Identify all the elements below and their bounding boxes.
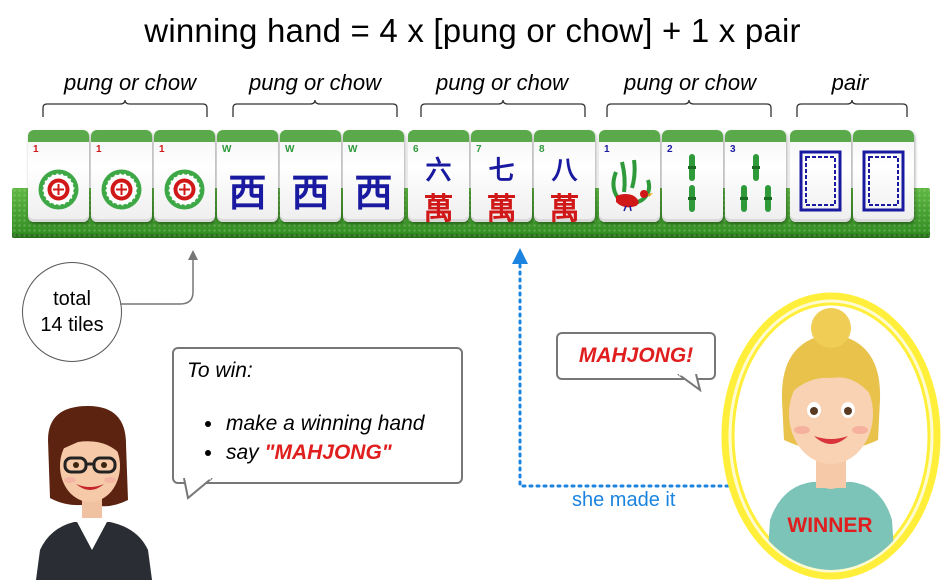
mahjong-speech-bubble: MAHJONG! bbox=[556, 332, 716, 380]
tile-6-character: 6 六 萬 bbox=[408, 130, 469, 227]
note-arrow-icon bbox=[120, 250, 198, 305]
tile-white-dragon bbox=[853, 130, 914, 222]
white-dragon-frame-icon bbox=[862, 150, 905, 212]
rule-item-2: say "MAHJONG" bbox=[224, 438, 424, 467]
tile-glyph-lower: 萬 bbox=[423, 192, 454, 227]
tile-2-bamboo: 2 bbox=[662, 130, 723, 222]
brace-3 bbox=[420, 100, 586, 117]
rules-bubble-tail bbox=[183, 478, 213, 500]
tile-3-bamboo: 3 bbox=[725, 130, 786, 222]
she-made-it-arrow bbox=[512, 248, 730, 488]
total-note-line1: total bbox=[53, 288, 91, 310]
tile-number: 8 bbox=[539, 144, 545, 155]
brace-2 bbox=[232, 100, 398, 117]
tile-number: 1 bbox=[33, 144, 39, 155]
tile-1-dot: 1 bbox=[91, 130, 152, 222]
tile-west-wind: W 西 bbox=[280, 130, 341, 222]
brace-4 bbox=[606, 100, 772, 117]
tile-1-dot: 1 bbox=[154, 130, 215, 222]
rule-item-1-text: make a winning hand bbox=[226, 412, 425, 435]
mahjong-shout-text: MAHJONG! bbox=[578, 344, 694, 367]
rule-item-2-emphasis: "MAHJONG" bbox=[264, 441, 392, 464]
tile-number: 1 bbox=[159, 144, 165, 155]
tile-glyph-upper: 八 bbox=[551, 156, 578, 186]
total-note-line2: 14 tiles bbox=[40, 314, 104, 336]
tile-glyph: 西 bbox=[291, 170, 330, 215]
group-label-1: pung or chow bbox=[63, 70, 197, 95]
group-label-3: pung or chow bbox=[435, 70, 569, 95]
tile-7-character: 7 七 萬 bbox=[471, 130, 532, 227]
group-label-5: pair bbox=[831, 70, 869, 95]
tile-1-bamboo: 1 bbox=[599, 130, 660, 222]
tile-number: W bbox=[285, 144, 295, 155]
tile-number: 6 bbox=[413, 144, 419, 155]
she-made-it-label: she made it bbox=[572, 489, 676, 511]
winner-label: WINNER bbox=[787, 514, 873, 537]
winner-portrait bbox=[721, 292, 941, 580]
instructor-avatar bbox=[36, 406, 152, 580]
tile-number: W bbox=[222, 144, 232, 155]
rule-item-2-prefix: say bbox=[226, 441, 265, 464]
tile-glyph-lower: 萬 bbox=[486, 192, 517, 227]
group-label-4: pung or chow bbox=[623, 70, 757, 95]
white-dragon-frame-icon bbox=[799, 150, 842, 212]
dot-circle-icon bbox=[164, 169, 205, 210]
tile-glyph: 西 bbox=[354, 170, 393, 215]
tile-1-dot: 1 bbox=[28, 130, 89, 222]
tile-glyph: 西 bbox=[228, 170, 267, 215]
tile-8-character: 8 八 萬 bbox=[534, 130, 595, 227]
tile-row: 1 1 1 W 西 W 西 bbox=[28, 130, 918, 227]
bird-icon bbox=[611, 159, 653, 212]
tile-west-wind: W 西 bbox=[343, 130, 404, 222]
brace-1 bbox=[42, 100, 208, 117]
tile-glyph-lower: 萬 bbox=[549, 192, 580, 227]
rule-item-1: make a winning hand bbox=[224, 409, 424, 438]
tile-number: 1 bbox=[604, 144, 610, 155]
rules-speech-bubble: To win: make a winning hand say "MAHJONG… bbox=[172, 347, 463, 484]
tile-west-wind: W 西 bbox=[217, 130, 278, 222]
brace-5 bbox=[796, 100, 908, 117]
dot-circle-icon bbox=[38, 169, 79, 210]
total-tiles-note: total 14 tiles bbox=[22, 262, 122, 362]
tile-number: 2 bbox=[667, 144, 673, 155]
group-label-2: pung or chow bbox=[248, 70, 382, 95]
page-title: winning hand = 4 x [pung or chow] + 1 x … bbox=[144, 12, 801, 49]
tile-number: 3 bbox=[730, 144, 736, 155]
tile-number: 1 bbox=[96, 144, 102, 155]
bamboo-stick-icon bbox=[688, 154, 696, 212]
rules-title: To win: bbox=[187, 359, 253, 382]
tile-number: 7 bbox=[476, 144, 482, 155]
tile-white-dragon bbox=[790, 130, 851, 222]
bamboo-stick-icon bbox=[740, 154, 772, 212]
tile-glyph-upper: 六 bbox=[425, 156, 452, 186]
dot-circle-icon bbox=[101, 169, 142, 210]
shout-bubble-tail bbox=[677, 374, 702, 392]
tile-number: W bbox=[348, 144, 358, 155]
tile-glyph-upper: 七 bbox=[488, 156, 515, 186]
rules-list: make a winning hand say "MAHJONG" bbox=[204, 409, 424, 467]
